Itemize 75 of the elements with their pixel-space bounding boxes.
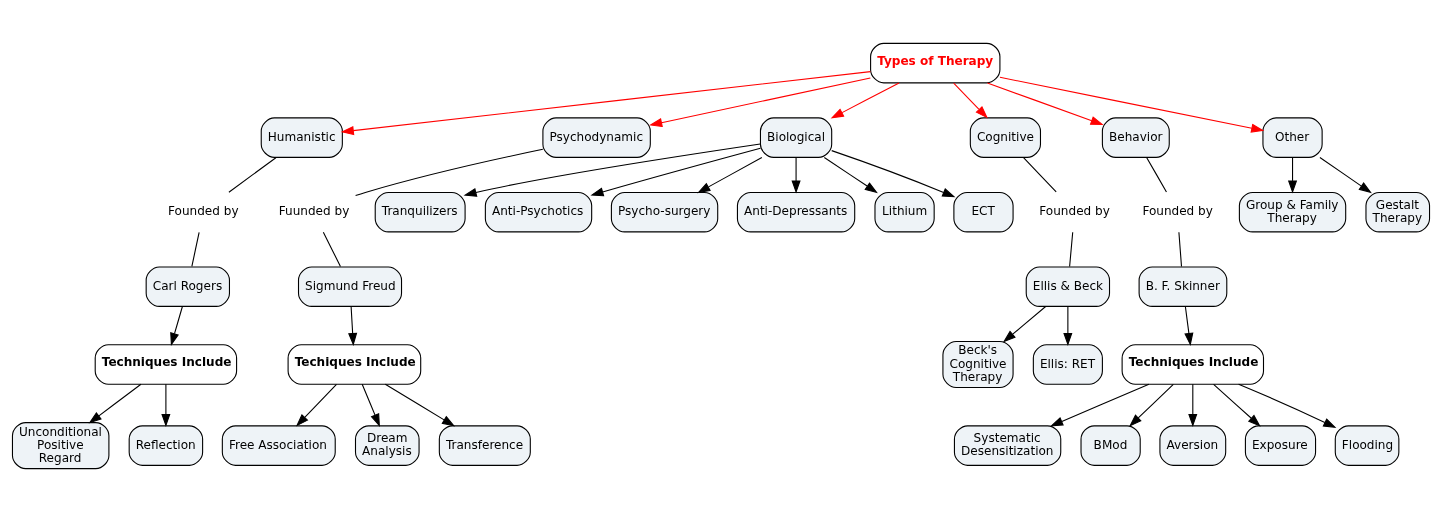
node-box: Techniques Include [1121,344,1265,385]
node-box: Types of Therapy [870,42,1001,84]
arrow [1002,305,1047,343]
node-box: Ellis & Beck [1025,266,1111,307]
arrow [649,77,871,128]
arrow [791,157,801,194]
arrow [999,76,1265,133]
node-box: Sigmund Freud [297,266,403,307]
arrow [361,383,380,427]
node-box: B. F. Skinner [1138,266,1228,307]
node-box: Techiques Include [287,344,422,385]
arrow [953,82,988,119]
node-text: Founded by [168,204,239,219]
arrow [384,383,456,427]
node-box: Humanistic [260,117,343,158]
node-box: Psycho-surgery [610,191,719,233]
connector [191,231,200,268]
arrow [823,157,878,194]
arrow [340,71,871,136]
node-box: Group & Family Therapy [1238,191,1347,233]
node-box: Aversion [1159,425,1227,466]
node-box: Gestalt Therapy [1365,191,1431,233]
connector [1178,231,1183,268]
node-box: Tranquilizers [374,191,466,233]
arrow [1188,383,1198,428]
arrow [830,82,900,119]
node-box: Cognitive [969,117,1041,158]
node-box: Dream Analysis [354,425,420,466]
node-box: Psychodynamic [542,117,651,158]
arrow [295,383,338,427]
arrow [831,150,956,198]
node-text: Fuunded by [278,204,350,219]
node-box: ECT [953,191,1014,233]
node-box: Flooding [1334,425,1400,466]
node-box: Exposure [1244,425,1317,466]
node-box: Anti-Psychotics [484,191,593,233]
connector [228,157,277,193]
node-text: Founded by [1142,204,1213,219]
arrow [1049,383,1150,427]
arrow [1287,157,1298,194]
arrow [170,305,183,346]
node-box: Behavior [1101,117,1170,158]
node-box: Ellis: RET [1032,344,1103,385]
connector [1069,231,1074,268]
node-box: Free Association [221,425,336,466]
connector [1146,157,1167,193]
arrow [590,147,761,197]
connector [322,231,341,268]
arrow [1063,305,1073,347]
connector [355,148,544,197]
arrow [1213,383,1261,427]
node-box: Unconditional Positive Regard [11,422,110,470]
node-box: Other [1262,117,1323,158]
arrow [1238,383,1337,428]
arrow [161,383,171,428]
node-box: Beck's Cognitive Therapy [942,340,1014,389]
node-box: Carl Rogers [145,266,230,307]
node-box: Techniques Include [94,344,238,385]
node-box: Reflection [128,425,204,466]
arrow [463,143,761,197]
arrow [1319,157,1372,194]
node-box: Lithium [874,191,935,233]
node-box: Biological [759,117,833,158]
arrow [1184,305,1194,347]
node-box: Transference [438,425,531,466]
arrow [1129,383,1174,427]
arrow [697,157,763,194]
arrow [348,305,358,347]
arrow [88,383,142,424]
connector [1023,157,1057,193]
arrow [986,82,1104,125]
node-box: BMod [1080,425,1141,466]
node-box: Systematic Desensitization [953,425,1062,466]
node-box: Anti-Depressants [736,191,856,233]
node-text: Founded by [1039,204,1110,219]
